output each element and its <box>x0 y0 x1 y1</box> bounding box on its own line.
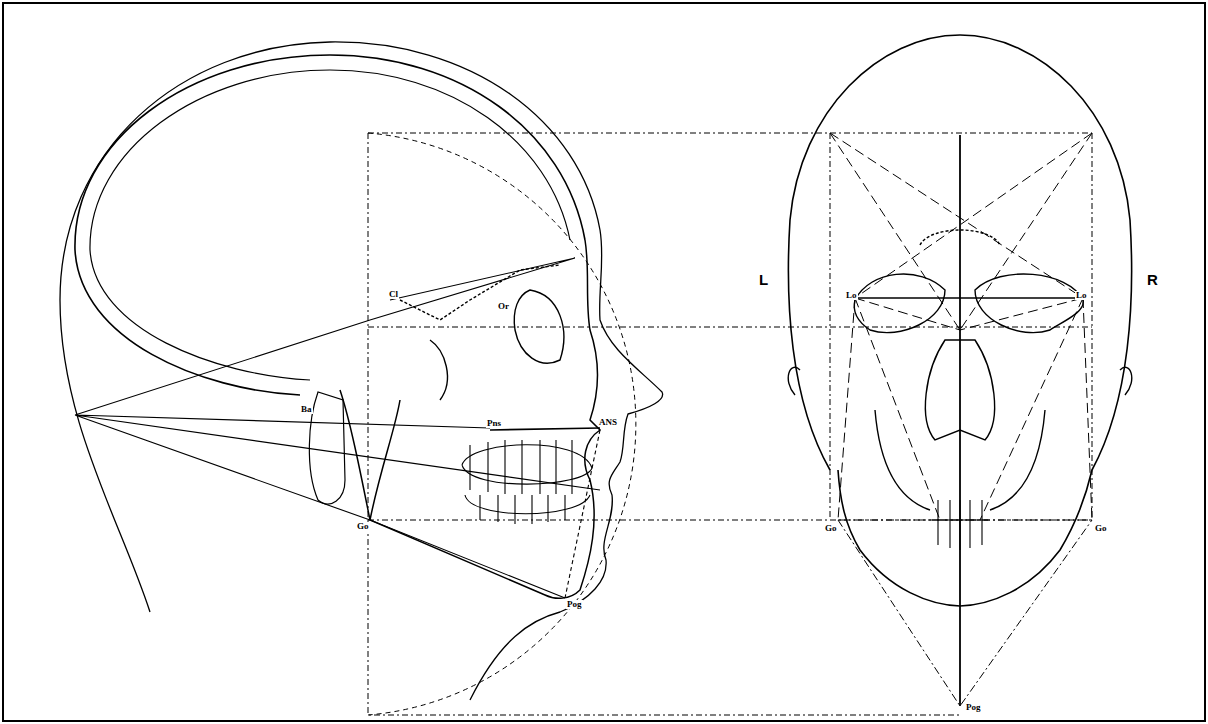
landmark-label: Pog <box>566 600 583 609</box>
landmark-label: Go <box>824 524 838 533</box>
landmark-label: Go <box>356 522 370 531</box>
landmark-label: Lo <box>1075 291 1088 300</box>
landmark-label: Pog <box>965 703 982 712</box>
side-label: L <box>758 272 769 287</box>
landmark-label: Cl <box>388 290 399 299</box>
landmark-label: Lo <box>845 291 858 300</box>
landmark-label: Pns <box>486 419 502 428</box>
landmark-label: Or <box>497 302 510 311</box>
side-label: R <box>1146 272 1159 287</box>
landmark-label: Ba <box>300 405 313 414</box>
landmark-label: ANS <box>598 418 618 427</box>
landmark-label: Go <box>1094 524 1108 533</box>
